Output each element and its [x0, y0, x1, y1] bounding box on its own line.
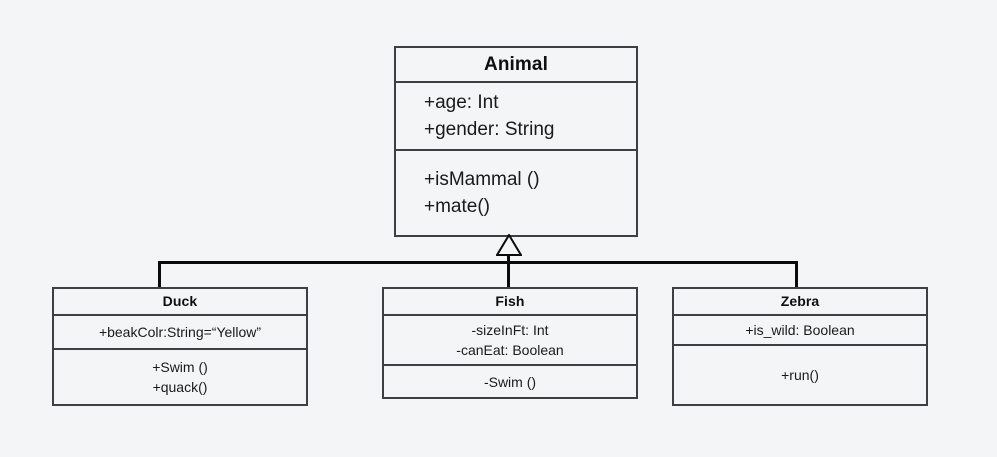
class-name-zebra: Zebra: [780, 293, 820, 309]
class-name-compartment: Fish: [384, 289, 636, 314]
inheritance-triangle-icon: [496, 234, 522, 256]
uml-class-fish[interactable]: Fish -sizeInFt: Int -canEat: Boolean -Sw…: [382, 287, 638, 399]
attribute-item: +gender: String: [424, 119, 555, 140]
operation-item: +quack(): [152, 379, 208, 395]
attributes-compartment: +is_wild: Boolean: [674, 314, 926, 344]
operation-item: -Swim (): [483, 373, 537, 390]
attributes-compartment: -sizeInFt: Int -canEat: Boolean: [384, 314, 636, 364]
attributes-compartment: +beakColr:String=“Yellow”: [54, 314, 306, 348]
uml-class-animal[interactable]: Animal +age: Int +gender: String +isMamm…: [394, 46, 638, 237]
uml-class-duck[interactable]: Duck +beakColr:String=“Yellow” +Swim () …: [52, 287, 308, 406]
class-name-animal: Animal: [484, 54, 548, 75]
attribute-item: -canEat: Boolean: [456, 342, 564, 358]
attribute-item: +beakColr:String=“Yellow”: [98, 324, 262, 340]
class-name-compartment: Duck: [54, 289, 306, 314]
operation-item: +Swim (): [152, 359, 208, 375]
class-name-compartment: Zebra: [674, 289, 926, 314]
attribute-item: +age: Int: [424, 92, 499, 113]
operation-item: +mate(): [424, 196, 490, 217]
class-name-duck: Duck: [162, 293, 198, 309]
operations-compartment: +Swim () +quack(): [54, 348, 306, 404]
generalization-stem-zebra: [795, 261, 798, 287]
generalization-horizontal-connector: [158, 261, 798, 264]
attribute-item: -sizeInFt: Int: [471, 322, 549, 338]
attribute-item: +is_wild: Boolean: [745, 322, 855, 338]
operations-compartment: +isMammal () +mate(): [396, 149, 636, 235]
generalization-stem-duck: [158, 261, 161, 287]
uml-class-zebra[interactable]: Zebra +is_wild: Boolean +run(): [672, 287, 928, 406]
operations-compartment: -Swim (): [384, 364, 636, 397]
operation-item: +run(): [781, 367, 819, 383]
class-name-compartment: Animal: [396, 48, 636, 81]
generalization-stem-fish: [507, 249, 510, 287]
attributes-compartment: +age: Int +gender: String: [396, 81, 636, 149]
operations-compartment: +run(): [674, 344, 926, 404]
operation-item: +isMammal (): [424, 169, 540, 190]
class-name-fish: Fish: [495, 293, 525, 309]
